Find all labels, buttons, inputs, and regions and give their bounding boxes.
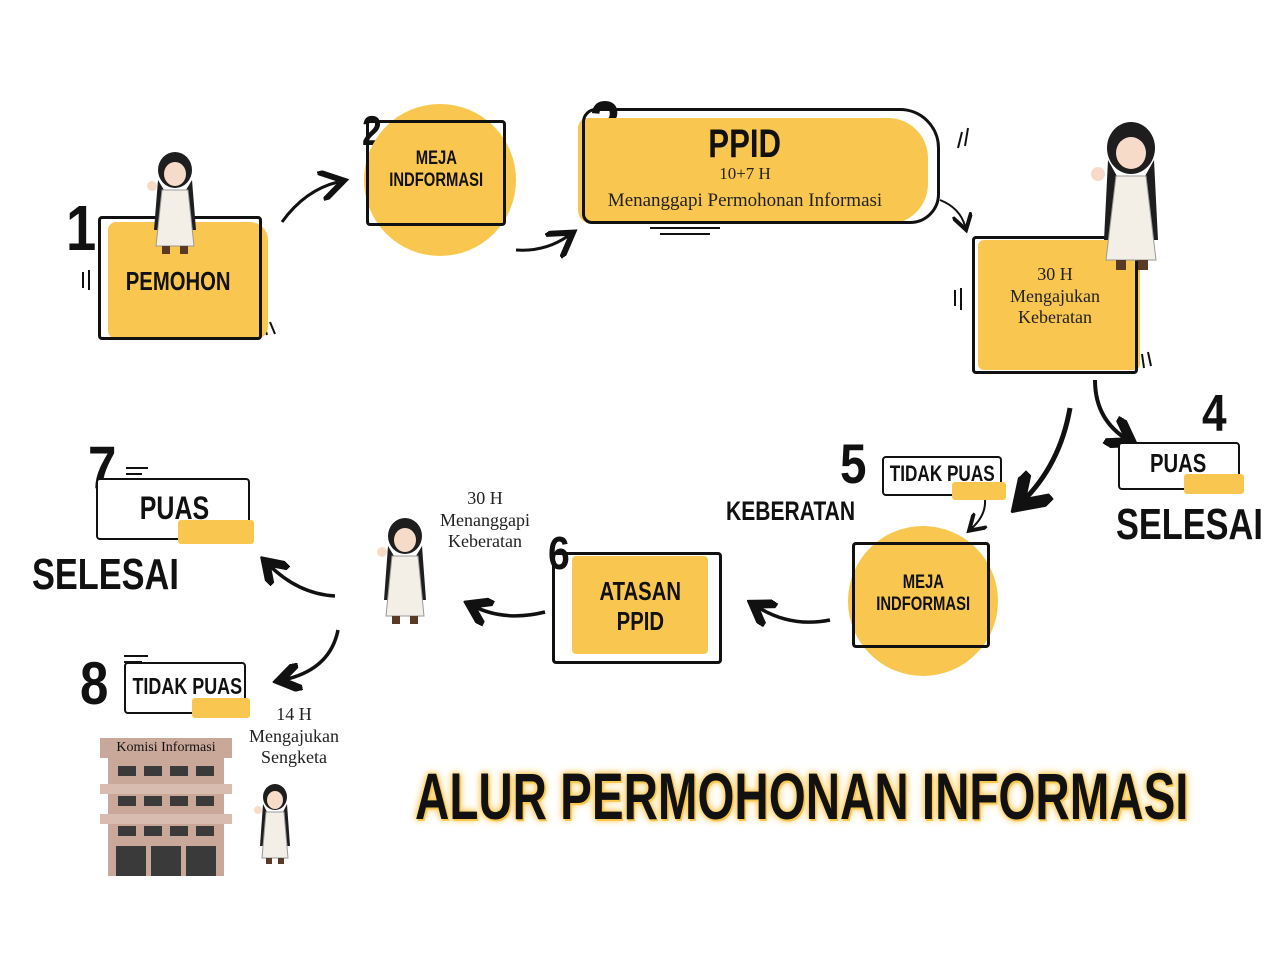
tag-puas-4	[1118, 442, 1244, 494]
atasan-response-text: 30 H Menanggapi Keberatan	[420, 488, 550, 553]
ppid-frame	[582, 108, 940, 224]
ppid-title-wrap: PPID	[640, 122, 850, 166]
step-number-1: 1	[66, 192, 97, 264]
arrow-to-7	[268, 564, 336, 598]
arrow-5-to-desk	[972, 499, 985, 528]
tag-tidak-puas-8-label: TIDAK PUAS	[132, 672, 242, 699]
tag-tidak-puas-8-label-wrap: TIDAK PUAS	[124, 668, 250, 704]
building-label: Komisi Informasi	[116, 740, 216, 755]
tag-puas-7-label-wrap: PUAS	[106, 486, 242, 530]
atasan-ppid-fill	[572, 556, 708, 654]
meja-informasi-label: MEJA INDFORMASI	[366, 140, 506, 200]
arrow-1-to-2	[280, 182, 338, 223]
atasan-ppid-label: ATASAN PPID	[572, 574, 708, 640]
tag-tidak-puas-8	[124, 662, 250, 718]
arrow-to-4	[1093, 379, 1128, 440]
arrow-2-to-3	[515, 236, 568, 250]
objection-fill	[978, 240, 1140, 370]
atasan-ppid-frame	[552, 552, 722, 664]
meja-label-line1: MEJA	[415, 148, 457, 170]
atasan-days: 30 H	[467, 488, 503, 508]
arrow-3-to-objection	[939, 199, 965, 226]
meja-label-line2: INDFORMASI	[389, 170, 483, 191]
tag-tidak-puas-8-highlight	[192, 698, 250, 718]
applicant-figure-icon-middle	[377, 518, 426, 624]
tag-puas-4-label: PUAS	[1149, 448, 1207, 479]
selesai-7-wrap: SELESAI	[32, 550, 202, 600]
meja-informasi-2-label: MEJA INDFORMASI	[852, 564, 994, 624]
meja-informasi-2-frame	[852, 542, 990, 648]
meja-2-label-line1: MEJA	[902, 572, 944, 594]
ppid-desc: Menanggapi Permohonan Informasi	[607, 190, 883, 211]
tag-tidak-puas-5	[882, 456, 1006, 500]
objection-text: 30 H Mengajukan Keberatan	[980, 264, 1130, 329]
sengketa-line2: Sengketa	[261, 747, 327, 768]
meja-informasi-2-circle	[848, 526, 998, 676]
ppid-days: 10+7 H	[719, 164, 771, 183]
pemohon-label: PEMOHON	[125, 266, 231, 297]
meja-2-label-line2: INDFORMASI	[876, 594, 970, 615]
objection-line1: Mengajukan	[1010, 285, 1100, 306]
atasan-line1: Menanggapi	[440, 509, 530, 530]
ppid-fill	[578, 118, 928, 224]
selesai-4-wrap: SELESAI	[1116, 500, 1266, 550]
page-title: ALUR PERMOHONAN INFORMASI	[415, 759, 1189, 833]
step-number-4: 4	[1202, 385, 1227, 443]
applicant-figure-icon	[147, 152, 196, 254]
tag-puas-7-highlight	[178, 520, 254, 544]
meja-informasi-frame	[366, 120, 506, 226]
step-number-8: 8	[80, 650, 109, 717]
tag-puas-7	[96, 478, 254, 544]
pemohon-label-wrap: PEMOHON	[98, 252, 258, 312]
sengketa-text: 14 H Mengajukan Sengketa	[232, 704, 356, 769]
selesai-7: SELESAI	[32, 550, 179, 599]
tag-tidak-puas-5-label: TIDAK PUAS	[889, 461, 995, 487]
step-number-5: 5	[840, 432, 867, 495]
tag-puas-4-label-wrap: PUAS	[1128, 446, 1228, 482]
keberatan-label: KEBERATAN	[726, 496, 856, 526]
tag-puas-7-label: PUAS	[139, 489, 209, 526]
atasan-label-line2: PPID	[616, 606, 664, 636]
atasan-line2: Keberatan	[448, 531, 522, 552]
tag-puas-4-highlight	[1184, 474, 1244, 494]
ppid-title: PPID	[708, 122, 782, 166]
arrow-to-8	[283, 629, 340, 680]
keberatan-label-wrap: KEBERATAN	[726, 496, 866, 527]
arrow-to-5	[1022, 407, 1073, 502]
applicant-figure-icon-right	[1091, 122, 1158, 270]
objection-frame	[972, 236, 1138, 374]
arrow-6-to-person	[473, 606, 546, 616]
selesai-4: SELESAI	[1116, 500, 1263, 549]
arrow-desk-to-6	[756, 606, 831, 622]
meja-informasi-circle	[364, 104, 516, 256]
komisi-informasi-building-icon: Komisi Informasi	[100, 738, 232, 876]
page-title-wrap: ALUR PERMOHONAN INFORMASI	[415, 758, 1215, 838]
sengketa-days: 14 H	[276, 704, 312, 724]
atasan-label-line1: ATASAN	[599, 576, 681, 607]
objection-line2: Keberatan	[1018, 307, 1092, 328]
applicant-figure-icon-bottom	[254, 784, 290, 864]
sengketa-line1: Mengajukan	[249, 725, 339, 746]
tag-tidak-puas-5-label-wrap: TIDAK PUAS	[882, 458, 1002, 490]
objection-days: 30 H	[1037, 264, 1073, 284]
tag-tidak-puas-5-highlight	[952, 482, 1006, 500]
building-sign	[100, 738, 232, 758]
